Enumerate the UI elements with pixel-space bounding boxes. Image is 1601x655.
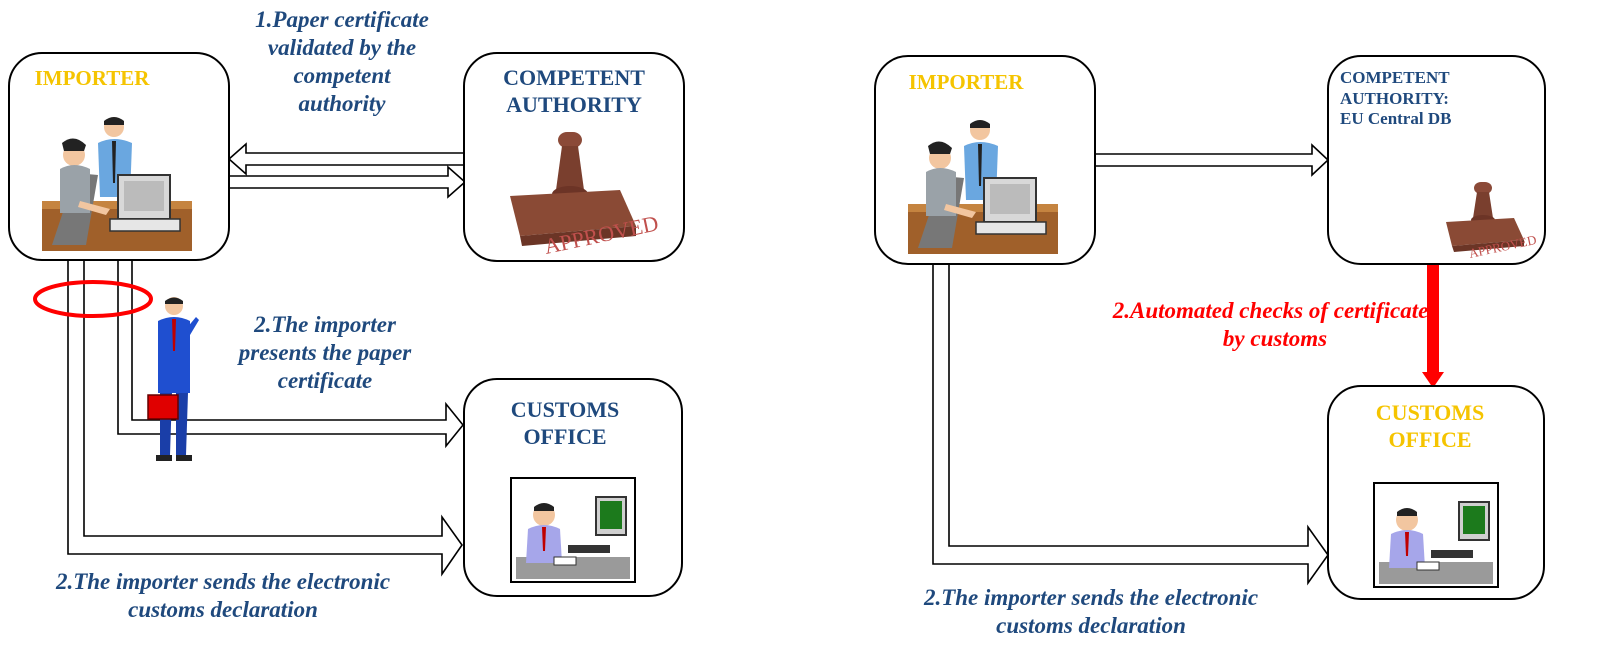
right-authority-box [1327, 55, 1546, 265]
arrow-paper-certificate [117, 257, 465, 449]
businessman-with-briefcase-icon [147, 297, 199, 461]
right-step2-electronic-caption: 2.The importer sends the electronic cust… [923, 585, 1259, 639]
left-step1-caption: 1.Paper certificate validated by the com… [255, 7, 429, 117]
left-step2-electronic-caption: 2.The importer sends the electronic cust… [55, 569, 391, 623]
automated-check-arrow-shaft [1427, 262, 1439, 374]
right-customs-label: CUSTOMS OFFICE [1375, 400, 1485, 452]
arrow-electronic-declaration-left [67, 257, 463, 577]
customs-officer-at-computer-icon [510, 477, 636, 583]
customs-officer-at-computer-icon-right [1373, 482, 1499, 588]
left-importer-label: IMPORTER [34, 66, 150, 90]
arrow-authority-to-importer [227, 142, 466, 176]
left-authority-label: COMPETENT AUTHORITY [503, 65, 645, 117]
paper-route-highlight [33, 280, 153, 318]
right-importer-label: IMPORTER [908, 70, 1024, 94]
arrow-importer-to-db [1094, 143, 1330, 177]
approved-stamp-icon: APPROVED [510, 132, 661, 259]
approved-stamp-icon-right: APPROVED [1446, 182, 1538, 260]
arrow-electronic-declaration-right [932, 261, 1329, 586]
arrow-importer-to-authority [228, 165, 467, 199]
right-authority-label: COMPETENT AUTHORITY: EU Central DB [1340, 68, 1452, 129]
automated-check-arrow-head [1422, 372, 1444, 388]
left-step2-paper-caption: 2.The importer presents the paper certif… [238, 312, 412, 394]
office-workers-icon-right [908, 120, 1058, 254]
left-customs-label: CUSTOMS OFFICE [510, 397, 620, 449]
office-workers-icon [42, 117, 192, 251]
right-automated-checks-caption: 2.Automated checks of certificates by cu… [1112, 298, 1438, 352]
